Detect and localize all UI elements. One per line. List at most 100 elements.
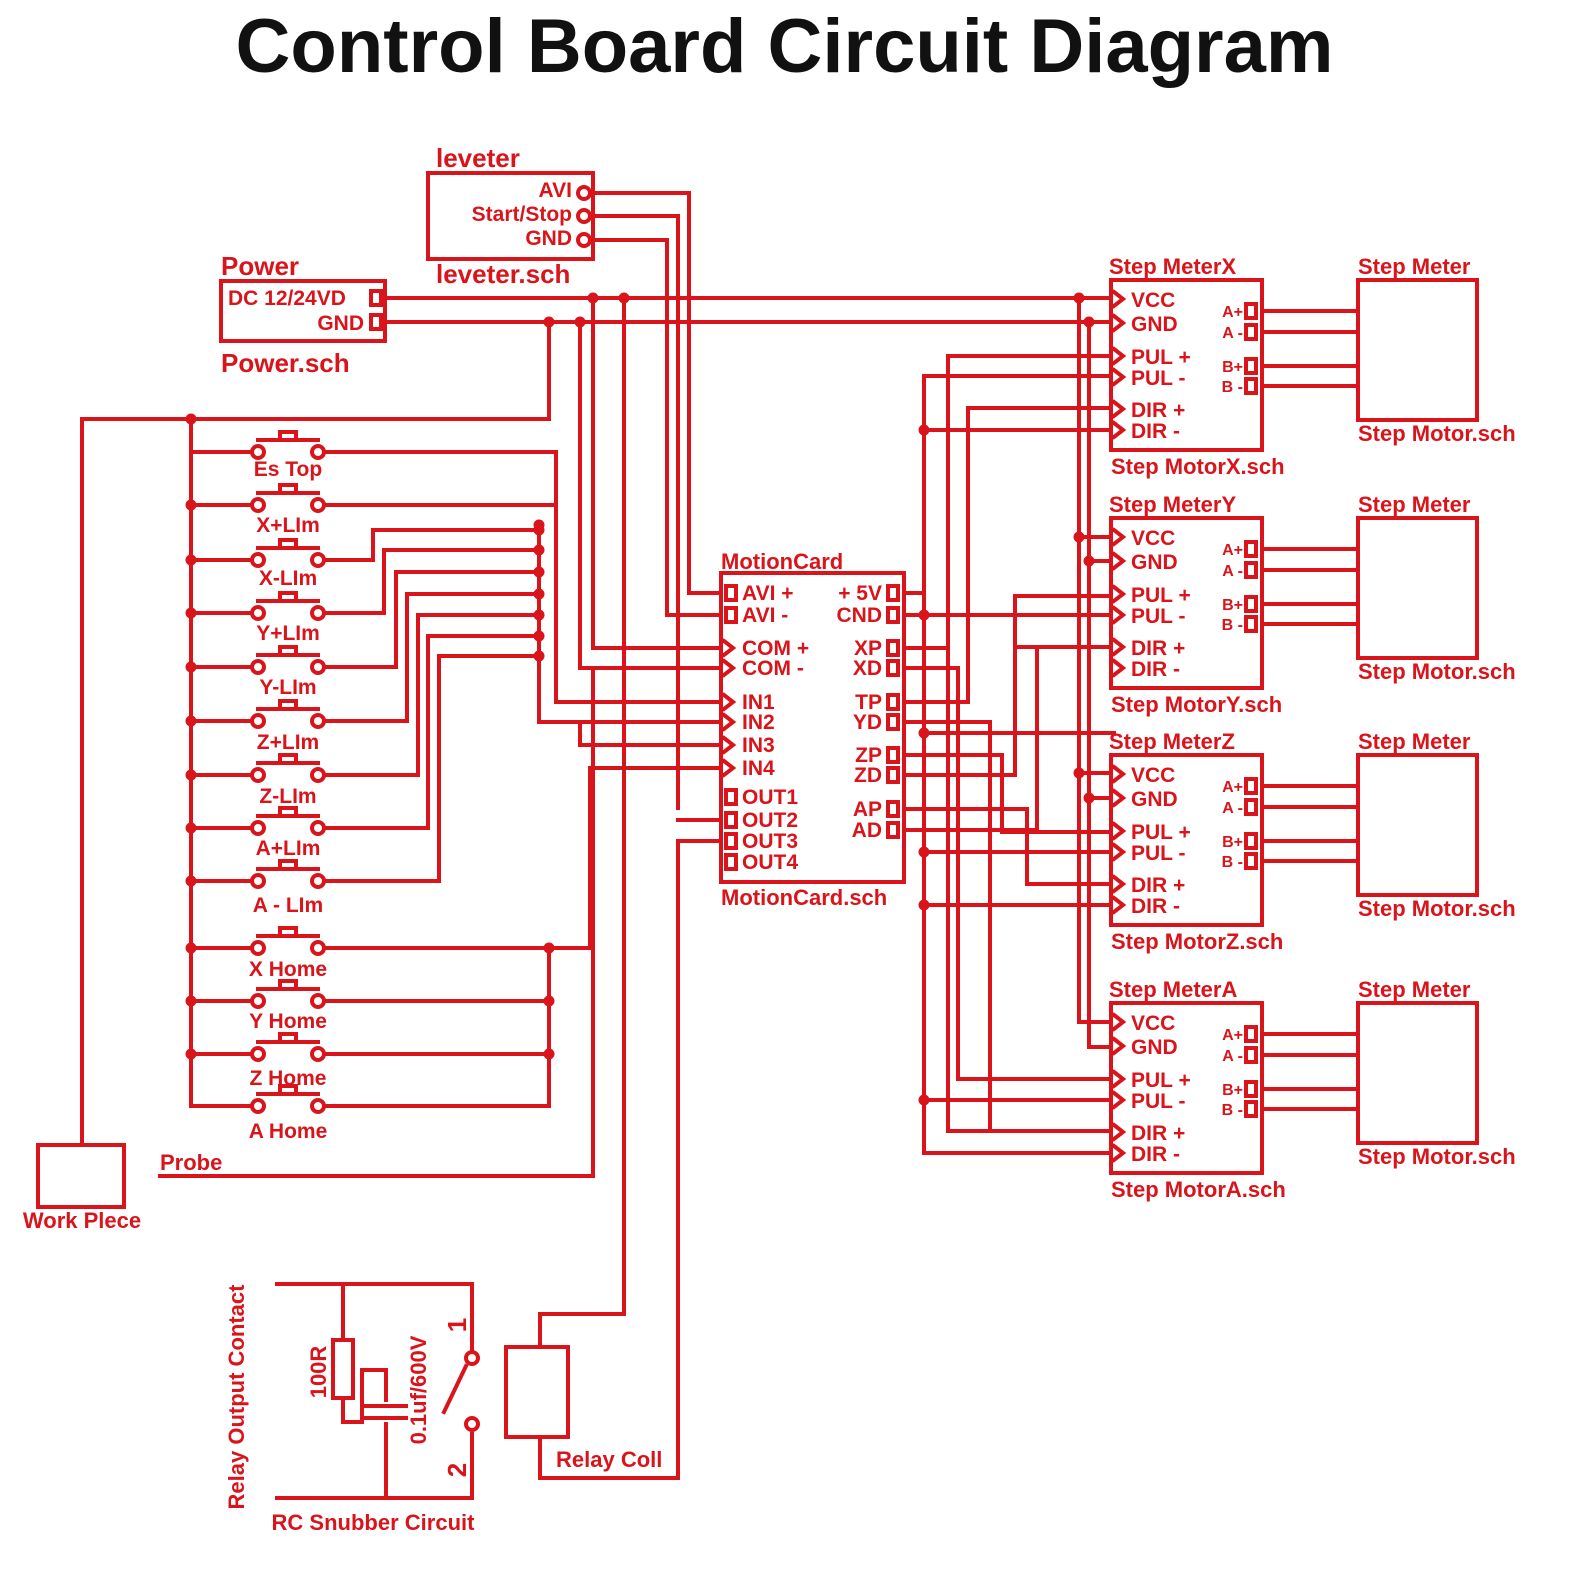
relay-contact-arm (441, 1363, 469, 1415)
driver-pin-left: VCC (1131, 289, 1175, 312)
driver-box (1109, 278, 1264, 452)
pin-ring (576, 232, 592, 248)
pin-ring (250, 552, 266, 568)
pin-arrow (721, 638, 737, 658)
inverter-label: leveter (436, 143, 520, 173)
pin-ring (576, 208, 592, 224)
driver-pin-right: B - (1222, 379, 1243, 396)
start-stop-wire (588, 214, 680, 810)
contact-top-wire (275, 1282, 474, 1352)
motion-card-pin-right: ZP (855, 744, 882, 767)
junction-dot (533, 650, 545, 662)
relay-terminal-2: 2 (442, 1463, 472, 1477)
pin-marker (886, 713, 900, 731)
junction-dot (533, 609, 545, 621)
motion-card-label: MotionCard (721, 549, 843, 574)
signal-wire (896, 406, 1116, 704)
motor-file-label: Step Motor.sch (1358, 1144, 1516, 1169)
relay-coil-box (504, 1345, 570, 1439)
pin-ring (310, 444, 326, 460)
motor-file-label: Step Motor.sch (1358, 659, 1516, 684)
power-box (219, 279, 387, 343)
driver-pin-right: B+ (1222, 834, 1243, 851)
motion-card-pin-left: OUT1 (742, 786, 798, 809)
motion-card-pin-right: YD (853, 711, 882, 734)
power-label: Power (221, 251, 299, 281)
pin-ring (250, 993, 266, 1009)
limit-wire (322, 528, 541, 562)
pin-arrow (1111, 605, 1127, 625)
pin-arrow (1111, 367, 1127, 387)
driver-pin-left: DIR + (1131, 874, 1185, 897)
pin-marker (724, 584, 738, 602)
driver-pin-left: PUL + (1131, 821, 1191, 844)
switch-label: Z Home (249, 1067, 326, 1090)
pin-marker (1244, 377, 1258, 395)
signal-wire (896, 807, 1116, 886)
junction-dot (185, 413, 197, 425)
pin-marker (1244, 798, 1258, 816)
inverter-pin-gnd: GND (525, 227, 572, 250)
motor-box (1356, 516, 1479, 660)
pin-marker (1244, 302, 1258, 320)
pin-marker (886, 693, 900, 711)
pin-ring (250, 713, 266, 729)
pin-arrow (1111, 1012, 1127, 1032)
pin-arrow (1111, 551, 1127, 571)
pin-ring (310, 1098, 326, 1114)
pin-arrow (1111, 788, 1127, 808)
power-pin-dc: DC 12/24VD (228, 287, 346, 310)
switch-label: X+LIm (256, 514, 320, 537)
motion-card-file-label: MotionCard.sch (721, 885, 887, 910)
relay-output-label: Relay Output Contact (224, 1284, 249, 1510)
driver-file-label: Step MotorX.sch (1111, 454, 1285, 479)
junction-dot (1073, 531, 1085, 543)
switch-label: A - LIm (253, 894, 323, 917)
driver-label: Step MeterA (1109, 977, 1237, 1002)
driver-pin-left: GND (1131, 788, 1178, 811)
pin-arrow (1111, 346, 1127, 366)
snubber-link (341, 1368, 388, 1424)
resistor-label: 100R (306, 1346, 331, 1399)
motion-card-pin-right: + 5V (838, 582, 882, 605)
driver-pin-right: A+ (1222, 304, 1243, 321)
pin-arrow (1111, 1122, 1127, 1142)
motor-label: Step Meter (1358, 729, 1471, 754)
driver-pin-right: A - (1222, 563, 1243, 580)
pin-arrow (1111, 1069, 1127, 1089)
pin-ring (464, 1350, 480, 1366)
pin-marker (1244, 1100, 1258, 1118)
pin-ring (250, 940, 266, 956)
switch-button (278, 859, 298, 871)
junction-dot (1083, 792, 1095, 804)
driver-pin-left: PUL - (1131, 367, 1185, 390)
driver-file-label: Step MotorZ.sch (1111, 929, 1283, 954)
pin-arrow (721, 758, 737, 778)
limit-wire (322, 548, 541, 615)
pin-marker (369, 289, 383, 307)
motor-box (1356, 753, 1479, 897)
pin-ring (250, 1098, 266, 1114)
driver-pin-right: B - (1222, 617, 1243, 634)
avi-minus-wire (588, 238, 728, 617)
limit-wire (322, 654, 541, 883)
pin-arrow (1111, 420, 1127, 440)
pin-marker (1244, 852, 1258, 870)
wire-layer (80, 191, 1360, 1500)
motor-box (1356, 1001, 1479, 1145)
signal-wire (896, 753, 1116, 834)
driver-pin-left: DIR + (1131, 399, 1185, 422)
pin-ring (310, 659, 326, 675)
motion-card-pin-right: TP (855, 691, 882, 714)
pin-marker (724, 811, 738, 829)
pin-marker (1244, 1046, 1258, 1064)
pin-marker (724, 606, 738, 624)
inverter-box (426, 171, 595, 261)
driver-pin-left: DIR - (1131, 895, 1180, 918)
driver-pin-left: PUL + (1131, 1069, 1191, 1092)
switch-label: Es Top (254, 458, 322, 481)
pin-arrow (1111, 313, 1127, 333)
driver-file-label: Step MotorA.sch (1111, 1177, 1286, 1202)
inverter-pin-avi: AVI (539, 179, 572, 202)
junction-dot (543, 1048, 555, 1060)
